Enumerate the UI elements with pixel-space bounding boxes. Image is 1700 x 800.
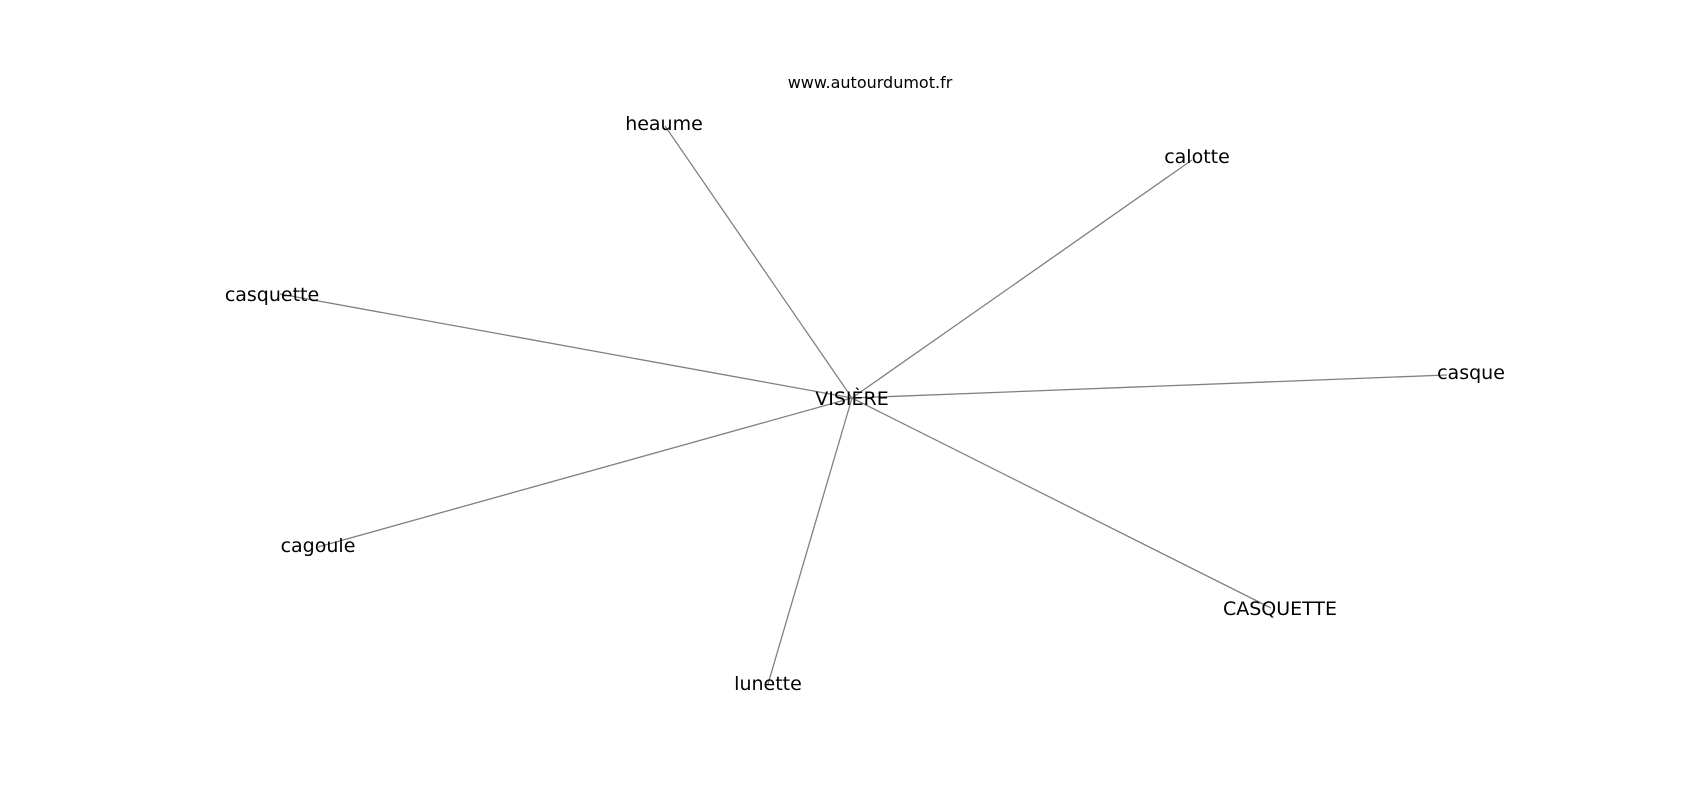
edge-calotte [851, 159, 1193, 399]
edge-heaume [664, 125, 853, 399]
node-label-casquette[interactable]: casquette [225, 284, 319, 306]
edge-casquette-upper [851, 397, 1272, 609]
edge-cagoule [317, 397, 853, 548]
node-label-cagoule[interactable]: cagoule [281, 535, 356, 557]
node-label-casque[interactable]: casque [1437, 362, 1505, 384]
node-label-calotte[interactable]: calotte [1164, 146, 1230, 168]
watermark-text: www.autourdumot.fr [788, 73, 953, 92]
node-labels: www.autourdumot.fr VISIÈRE heaume calotte… [225, 73, 1505, 695]
edge-lunette [767, 397, 853, 685]
node-label-heaume[interactable]: heaume [625, 113, 703, 135]
edge-casquette [279, 293, 853, 399]
node-label-casquette-upper[interactable]: CASQUETTE [1223, 598, 1337, 620]
node-label-lunette[interactable]: lunette [734, 673, 802, 695]
edge-casque [851, 374, 1448, 399]
center-node-label[interactable]: VISIÈRE [815, 387, 888, 410]
edges [279, 125, 1448, 685]
